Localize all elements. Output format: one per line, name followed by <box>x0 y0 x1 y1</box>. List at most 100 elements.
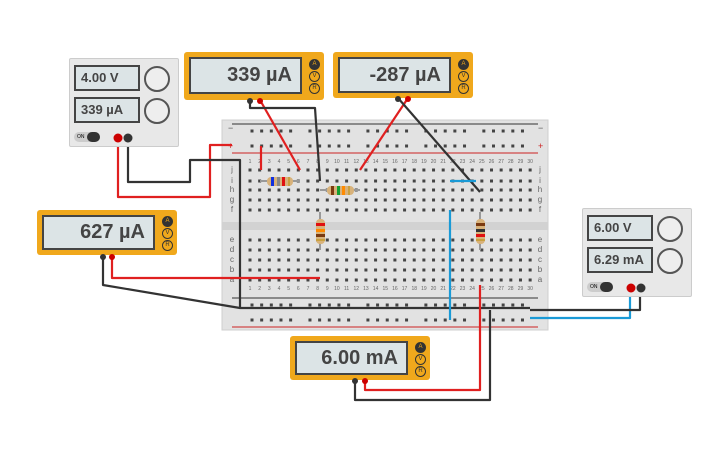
breadboard-hole[interactable] <box>318 129 322 133</box>
breadboard-hole[interactable] <box>316 188 320 192</box>
breadboard-hole[interactable] <box>277 258 281 262</box>
breadboard-hole[interactable] <box>432 258 436 262</box>
breadboard-hole[interactable] <box>492 129 495 133</box>
breadboard-hole[interactable] <box>492 303 495 307</box>
breadboard-hole[interactable] <box>520 129 524 133</box>
breadboard-hole[interactable] <box>287 268 291 272</box>
breadboard-hole[interactable] <box>518 198 522 202</box>
breadboard-hole[interactable] <box>432 168 436 172</box>
breadboard-hole[interactable] <box>385 318 389 322</box>
breadboard-hole[interactable] <box>258 268 262 272</box>
breadboard-hole[interactable] <box>441 278 445 282</box>
breadboard-hole[interactable] <box>412 208 416 212</box>
breadboard-hole[interactable] <box>443 303 447 307</box>
breadboard-hole[interactable] <box>490 258 493 262</box>
breadboard-hole[interactable] <box>248 208 252 212</box>
breadboard-hole[interactable] <box>345 248 349 252</box>
breadboard-hole[interactable] <box>434 318 438 322</box>
breadboard-hole[interactable] <box>412 238 416 242</box>
breadboard-hole[interactable] <box>287 248 291 252</box>
breadboard-hole[interactable] <box>424 318 428 322</box>
breadboard-hole[interactable] <box>412 248 416 252</box>
breadboard-hole[interactable] <box>296 208 300 212</box>
breadboard-hole[interactable] <box>385 144 389 148</box>
wire-black-meter3[interactable] <box>101 256 241 310</box>
breadboard-hole[interactable] <box>393 198 397 202</box>
breadboard-hole[interactable] <box>296 248 300 252</box>
breadboard-hole[interactable] <box>518 238 522 242</box>
breadboard-hole[interactable] <box>432 238 436 242</box>
breadboard-hole[interactable] <box>267 278 271 282</box>
mode-v-button[interactable]: V <box>162 228 173 239</box>
breadboard-hole[interactable] <box>518 278 522 282</box>
breadboard-hole[interactable] <box>279 318 283 322</box>
breadboard-hole[interactable] <box>499 208 503 212</box>
breadboard-hole[interactable] <box>277 208 281 212</box>
wire-red-meter4[interactable] <box>363 285 482 392</box>
breadboard-hole[interactable] <box>393 268 397 272</box>
breadboard-hole[interactable] <box>289 303 293 307</box>
breadboard-hole[interactable] <box>492 144 495 148</box>
breadboard-hole[interactable] <box>403 258 407 262</box>
breadboard-hole[interactable] <box>422 208 426 212</box>
breadboard-hole[interactable] <box>393 188 397 192</box>
breadboard-hole[interactable] <box>509 179 513 183</box>
power-supply-2[interactable]: 6.00 V 6.29 mA ON <box>582 208 692 297</box>
resistor-3[interactable] <box>316 212 325 250</box>
breadboard-hole[interactable] <box>432 198 436 202</box>
breadboard-hole[interactable] <box>335 208 339 212</box>
breadboard-hole[interactable] <box>422 278 426 282</box>
breadboard-hole[interactable] <box>461 278 465 282</box>
breadboard-hole[interactable] <box>441 258 445 262</box>
breadboard-hole[interactable] <box>482 318 486 322</box>
breadboard-hole[interactable] <box>528 198 532 202</box>
breadboard-hole[interactable] <box>308 318 312 322</box>
breadboard-hole[interactable] <box>422 258 426 262</box>
power-switch[interactable]: ON <box>587 282 613 292</box>
breadboard-hole[interactable] <box>441 179 445 183</box>
breadboard-hole[interactable] <box>451 188 455 192</box>
breadboard-hole[interactable] <box>443 129 447 133</box>
breadboard-hole[interactable] <box>470 198 474 202</box>
breadboard-hole[interactable] <box>528 168 532 172</box>
breadboard-hole[interactable] <box>364 188 368 192</box>
breadboard-hole[interactable] <box>289 144 293 148</box>
breadboard-hole[interactable] <box>441 188 445 192</box>
breadboard-hole[interactable] <box>463 318 467 322</box>
breadboard-hole[interactable] <box>354 278 358 282</box>
breadboard-hole[interactable] <box>451 238 455 242</box>
breadboard-hole[interactable] <box>364 278 368 282</box>
breadboard-hole[interactable] <box>403 208 407 212</box>
breadboard-hole[interactable] <box>461 168 465 172</box>
breadboard-hole[interactable] <box>383 208 387 212</box>
breadboard-hole[interactable] <box>296 168 300 172</box>
breadboard-hole[interactable] <box>490 198 493 202</box>
breadboard-hole[interactable] <box>490 188 493 192</box>
breadboard-hole[interactable] <box>441 238 445 242</box>
breadboard-hole[interactable] <box>364 198 368 202</box>
breadboard-hole[interactable] <box>366 144 370 148</box>
resistor-1[interactable] <box>260 177 300 186</box>
breadboard-hole[interactable] <box>403 238 407 242</box>
breadboard-hole[interactable] <box>316 208 320 212</box>
breadboard-hole[interactable] <box>364 248 368 252</box>
breadboard-hole[interactable] <box>443 318 447 322</box>
breadboard-hole[interactable] <box>441 168 445 172</box>
breadboard-hole[interactable] <box>306 258 310 262</box>
breadboard-hole[interactable] <box>364 168 368 172</box>
breadboard-hole[interactable] <box>327 303 331 307</box>
breadboard-hole[interactable] <box>403 198 407 202</box>
breadboard-hole[interactable] <box>453 318 457 322</box>
mode-a-button[interactable]: A <box>458 59 469 70</box>
breadboard-hole[interactable] <box>509 198 513 202</box>
breadboard-hole[interactable] <box>509 168 513 172</box>
current-knob[interactable] <box>657 248 683 274</box>
breadboard-hole[interactable] <box>325 208 329 212</box>
breadboard-hole[interactable] <box>279 303 283 307</box>
breadboard-hole[interactable] <box>267 268 271 272</box>
breadboard-hole[interactable] <box>441 248 445 252</box>
breadboard-hole[interactable] <box>354 258 358 262</box>
breadboard-hole[interactable] <box>499 278 503 282</box>
breadboard-hole[interactable] <box>501 129 505 133</box>
breadboard-hole[interactable] <box>451 278 455 282</box>
